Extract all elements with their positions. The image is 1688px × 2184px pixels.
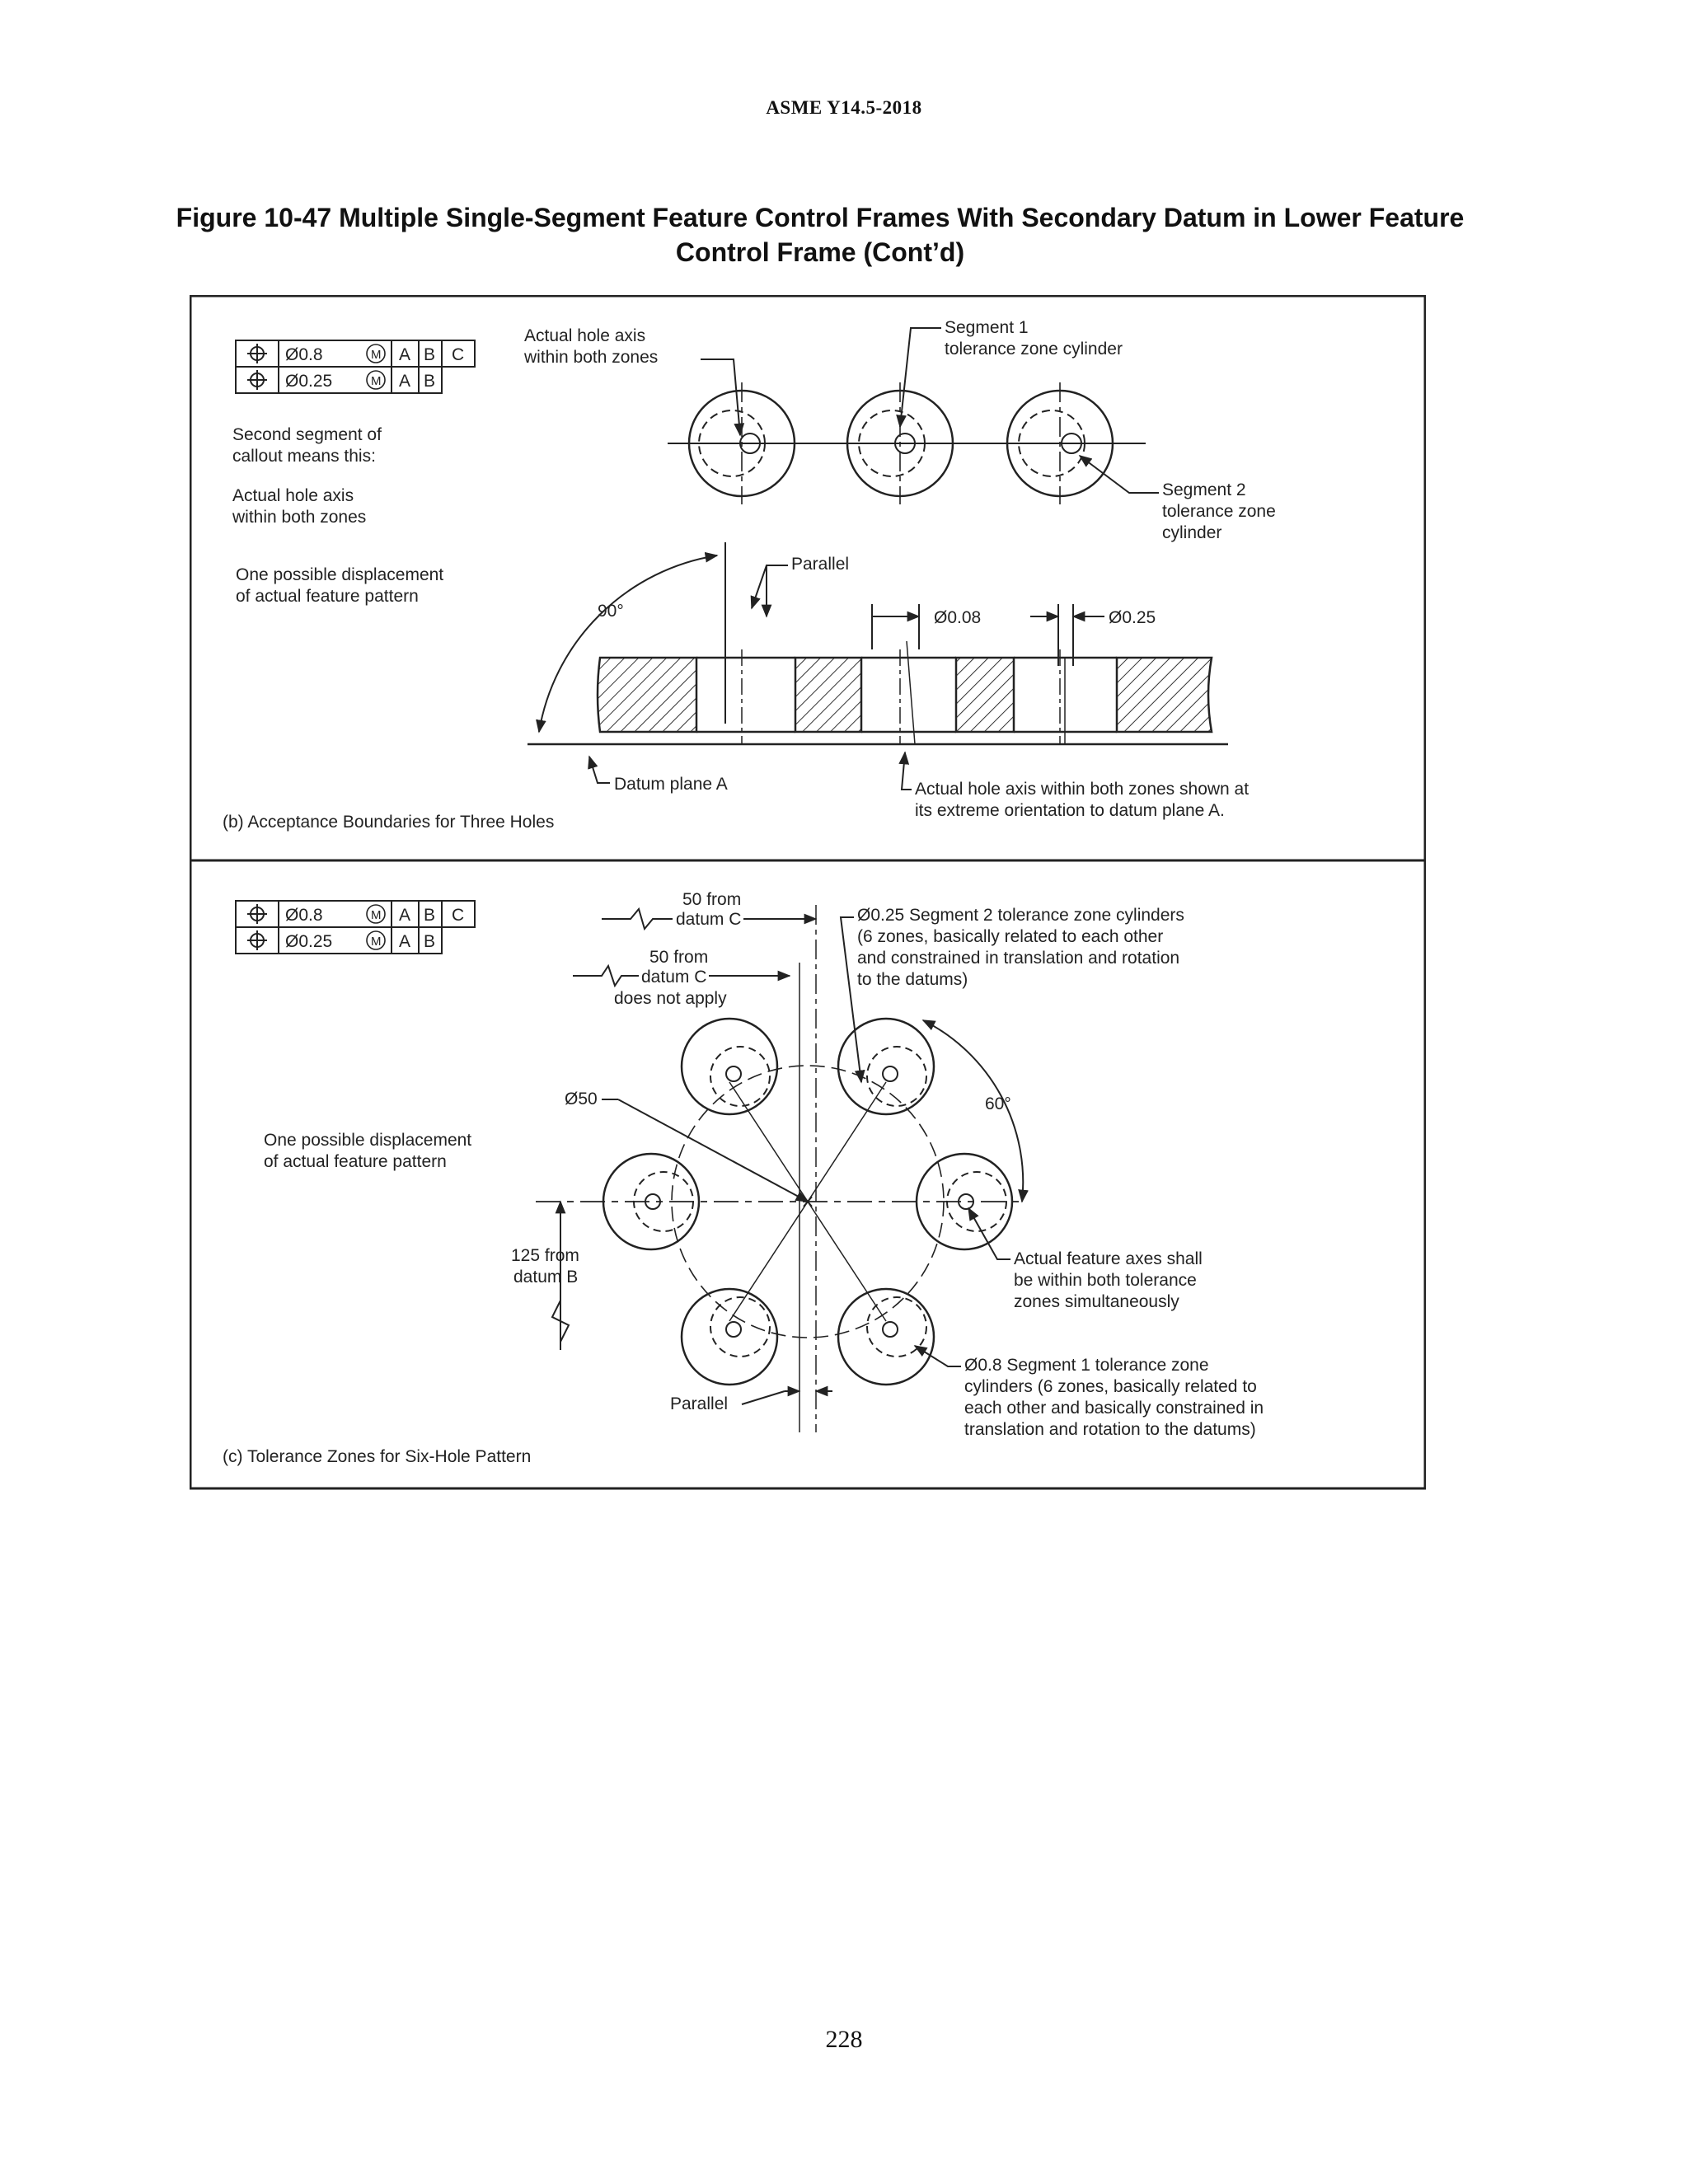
figure-drawing: Ø0.8 M A B C Ø0.25 M A B Second segment … <box>190 295 1426 1490</box>
figure-title-line2: Control Frame (Cont’d) <box>675 237 965 267</box>
fcf-c-mod2: M <box>371 935 382 949</box>
axes-text-2: be within both tolerance <box>1014 1271 1197 1290</box>
actual-axis-top-2: within both zones <box>523 348 658 367</box>
datum-c2-2: datum C <box>641 968 706 987</box>
fcf-b-tol1: Ø0.8 <box>285 345 323 364</box>
fcf-b-mod1: M <box>371 348 382 362</box>
datum-b-2: datum B <box>513 1268 578 1286</box>
seg1-text-3: each other and basically constrained in <box>964 1399 1264 1418</box>
section-view <box>528 640 1228 746</box>
caption-c: (c) Tolerance Zones for Six-Hole Pattern <box>223 1447 531 1466</box>
six-hole-pattern <box>536 1017 1022 1386</box>
segment1-label-1: Segment 1 <box>945 318 1029 337</box>
displacement-c-2: of actual feature pattern <box>264 1152 447 1171</box>
datum-c1-2: datum C <box>676 910 741 929</box>
displacement-b-1: One possible displacement <box>236 565 443 584</box>
segment1-label-2: tolerance zone cylinder <box>945 340 1123 359</box>
actual-extreme-1: Actual hole axis within both zones shown… <box>915 780 1249 799</box>
three-holes-top-view <box>668 382 1146 504</box>
fcf-b-datum-b1: B <box>424 345 435 364</box>
angle-60: 60° <box>985 1094 1011 1113</box>
fcf-c-tol1: Ø0.8 <box>285 906 323 925</box>
segment2-label-2: tolerance zone <box>1162 502 1276 521</box>
figure-border <box>190 295 1426 1490</box>
seg2-text-4: to the datums) <box>857 970 968 989</box>
axes-text-1: Actual feature axes shall <box>1014 1249 1203 1268</box>
seg2-text-1: Ø0.25 Segment 2 tolerance zone cylinders <box>857 906 1184 925</box>
fcf-c: Ø0.8 M A B C Ø0.25 M A B <box>235 900 476 954</box>
panel-c: Ø0.8 M A B C Ø0.25 M A B 50 from datum C… <box>223 890 1264 1466</box>
seg1-text-4: translation and rotation to the datums) <box>964 1420 1256 1439</box>
segment2-label-1: Segment 2 <box>1162 480 1246 499</box>
seg1-text-1: Ø0.8 Segment 1 tolerance zone <box>964 1356 1209 1375</box>
fcf-c-mod1: M <box>371 908 382 922</box>
dim-008: Ø0.08 <box>934 608 981 627</box>
datum-b-1: 125 from <box>511 1246 579 1265</box>
fcf-b-tol2: Ø0.25 <box>285 372 332 391</box>
fcf-c-datum-b1: B <box>424 906 435 925</box>
actual-axis-left-2: within both zones <box>232 508 366 527</box>
figure-svg: Ø0.8 M A B C Ø0.25 M A B Second segment … <box>190 295 1426 1490</box>
fcf-b-datum-a1: A <box>399 345 410 364</box>
seg2-text-3: and constrained in translation and rotat… <box>857 949 1179 968</box>
axes-text-3: zones simultaneously <box>1014 1292 1179 1311</box>
segment2-label-3: cylinder <box>1162 523 1221 542</box>
dim-025: Ø0.25 <box>1109 608 1156 627</box>
fcf-c-datum-c1: C <box>452 906 464 925</box>
fcf-c-tol2: Ø0.25 <box>285 932 332 951</box>
dia50: Ø50 <box>565 1090 598 1108</box>
seg1-text-2: cylinders (6 zones, basically related to <box>964 1377 1257 1396</box>
second-segment-text-1: Second segment of <box>232 425 382 444</box>
displacement-b-2: of actual feature pattern <box>236 587 419 606</box>
fcf-c-datum-a1: A <box>399 906 410 925</box>
fcf-c-datum-a2: A <box>399 932 410 951</box>
fcf-b: Ø0.8 M A B C Ø0.25 M A B <box>235 340 476 394</box>
parallel-label-b: Parallel <box>791 555 849 574</box>
figure-title-line1: Figure 10-47 Multiple Single-Segment Fea… <box>176 203 1465 232</box>
datum-c2-1: 50 from <box>649 948 708 967</box>
figure-title: Figure 10-47 Multiple Single-Segment Fea… <box>124 200 1517 269</box>
running-header: ASME Y14.5-2018 <box>766 97 922 118</box>
fcf-b-mod2: M <box>371 374 382 388</box>
page-number: 228 <box>825 2026 863 2053</box>
seg2-text-2: (6 zones, basically related to each othe… <box>857 927 1163 946</box>
datum-c1-1: 50 from <box>682 890 741 909</box>
datum-c2-3: does not apply <box>614 989 727 1008</box>
fcf-b-datum-a2: A <box>399 372 410 391</box>
fcf-c-datum-b2: B <box>424 932 435 951</box>
actual-extreme-2: its extreme orientation to datum plane A… <box>915 801 1225 820</box>
caption-b: (b) Acceptance Boundaries for Three Hole… <box>223 813 554 832</box>
datum-plane-a: Datum plane A <box>614 775 728 794</box>
fcf-b-datum-b2: B <box>424 372 435 391</box>
panel-b: Ø0.8 M A B C Ø0.25 M A B Second segment … <box>223 318 1276 832</box>
second-segment-text-2: callout means this: <box>232 447 376 466</box>
actual-axis-top-1: Actual hole axis <box>524 326 645 345</box>
actual-axis-left-1: Actual hole axis <box>232 486 354 505</box>
fcf-b-datum-c1: C <box>452 345 464 364</box>
parallel-label-c: Parallel <box>670 1394 728 1413</box>
displacement-c-1: One possible displacement <box>264 1131 471 1150</box>
